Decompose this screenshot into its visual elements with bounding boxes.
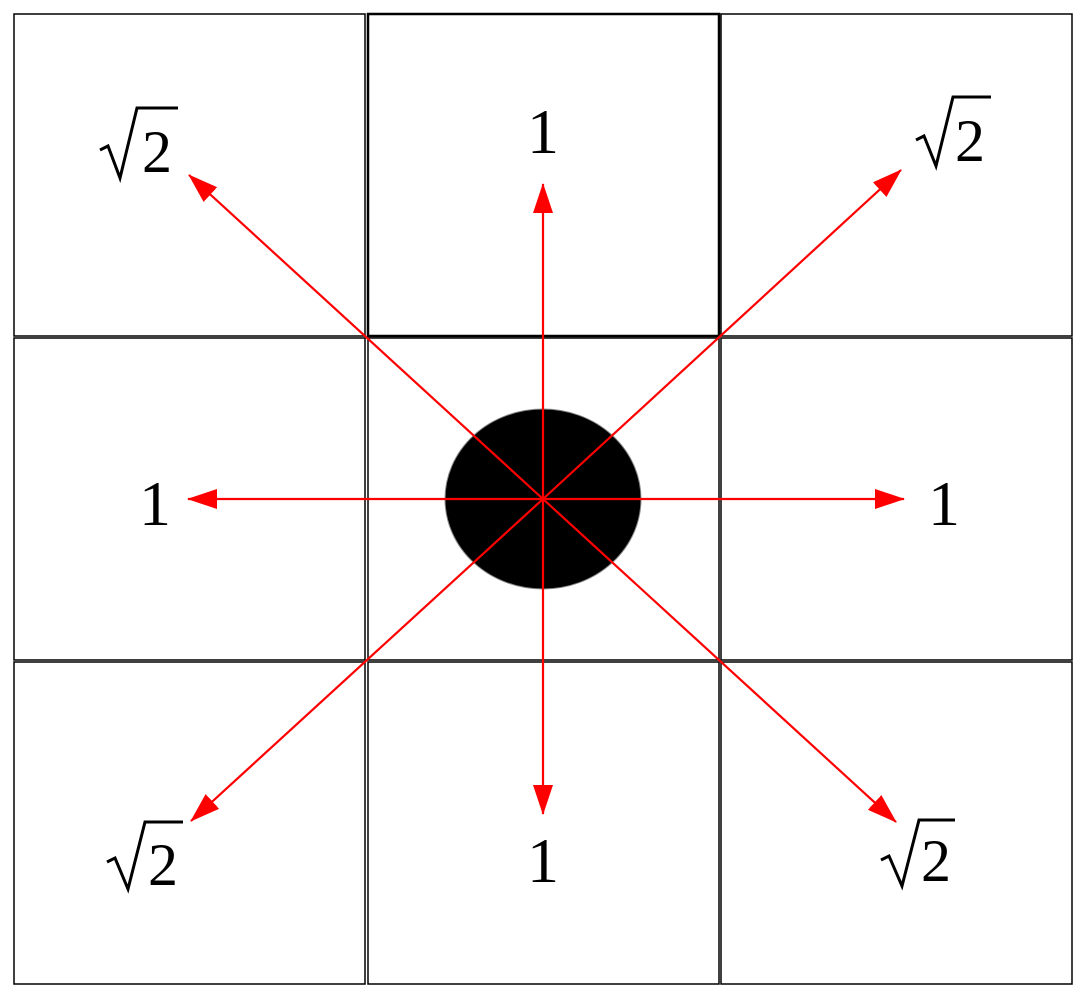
radical-sign: [915, 95, 991, 171]
arrow-up-right: [542, 169, 902, 500]
radicand: 2: [955, 108, 985, 174]
radical-sign: [106, 820, 183, 894]
label-top-left: 2: [99, 106, 178, 185]
arrow-down-left: [190, 498, 544, 822]
cell-top-left: [13, 13, 366, 337]
label-top: 1: [527, 96, 559, 167]
radicand: 2: [142, 119, 172, 185]
radical-sign: [99, 106, 178, 184]
label-right: 1: [928, 468, 960, 539]
label-top-right: 2: [915, 95, 991, 174]
label-bottom-right: 2: [880, 818, 955, 894]
label-left: 1: [139, 468, 171, 539]
cell-bottom-right: [720, 661, 1073, 985]
cell-bottom-left: [13, 661, 366, 985]
arrow-up-left: [188, 174, 544, 500]
arrow-down-right: [542, 498, 897, 823]
radical-sign: [880, 818, 955, 891]
radicand: 2: [921, 828, 951, 894]
label-bottom: 1: [527, 825, 559, 896]
label-bottom-left: 2: [106, 820, 183, 898]
arrows: [187, 169, 905, 823]
cell-top-right: [720, 13, 1073, 337]
radicand: 2: [148, 832, 178, 898]
